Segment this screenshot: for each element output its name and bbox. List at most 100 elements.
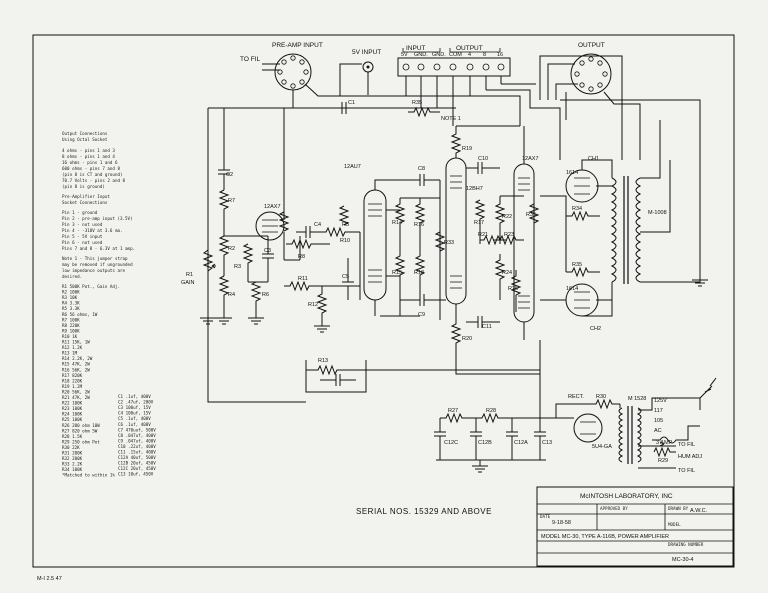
gain-label: GAIN <box>181 280 194 286</box>
r11-label: R11 <box>298 276 308 282</box>
parts-list-entry: R10 1K <box>62 334 78 339</box>
preamp-notes-heading: Pre-Amplifier Input <box>62 194 110 199</box>
power-transformer-m1528: M 1528 <box>618 396 646 464</box>
resistor-r23: R23 <box>494 232 524 246</box>
r24-label: R24 <box>502 270 512 276</box>
c5-label: C5 <box>342 274 349 280</box>
resistor-r33: R34 <box>566 206 600 222</box>
parts-list-entry: R28 1.5K <box>62 434 83 439</box>
r23-label: R23 <box>504 232 514 238</box>
terminal-label: 16 <box>497 52 503 58</box>
parts-list-entry: C11 .15uf, 400V <box>118 450 156 455</box>
resistor-r19: R19 <box>450 126 472 158</box>
parts-list-entry: R2 100K <box>62 290 80 295</box>
parts-list-entry: R6 56 ohms, 1W <box>62 312 98 317</box>
note-line: 16 ohms - pins 1 and 6 <box>62 160 118 165</box>
note-1-label: NOTE 1 <box>441 116 461 122</box>
parts-list-entry: R30 22K <box>62 445 80 450</box>
fuse-label: 3 AMP <box>656 440 673 446</box>
tube-label: 1614 <box>566 170 578 176</box>
r13-label: R13 <box>318 358 328 364</box>
note-line: Note 1 - This jumper strap <box>62 256 128 261</box>
resistor-r15: R15 <box>392 250 406 300</box>
note-line: (pin 8 is ground) <box>62 184 105 189</box>
parts-list-entry: R15 47K, 2W <box>62 362 90 367</box>
parts-list-entry: R9 100K <box>62 328 80 333</box>
to-fil-label-1: TO FIL <box>678 442 695 448</box>
m1528-label: M 1528 <box>628 396 646 402</box>
resistor-r7b <box>278 211 290 232</box>
r27-label: R27 <box>448 408 458 414</box>
terminal-label: GND. <box>432 52 446 58</box>
connection-notes: Output Connections Using Octal Socket 4 … <box>62 131 135 279</box>
terminal-label: 5V <box>401 52 408 58</box>
output-transformer-m1008: M-1008 <box>610 176 667 284</box>
capacitor-c12c: C12C <box>434 418 458 460</box>
resistor-r7-input: R7 <box>218 189 235 236</box>
resistor-r34: R35 <box>566 262 600 278</box>
capacitor-c1: C1 <box>330 100 360 114</box>
note-line: low impedance outputs are <box>62 268 126 273</box>
resistor-r30: R30 <box>590 394 620 410</box>
output-notes-heading: Output Connections <box>62 131 108 136</box>
v125-label: 125V <box>654 398 667 404</box>
drawn-label: DRAWN BY <box>668 506 689 511</box>
parts-list-entry: C10 .22uf, 400V <box>118 444 156 449</box>
note-line: may be removed if ungrounded <box>62 262 133 267</box>
terminal-label: GND. <box>414 52 428 58</box>
parts-list-entry: R7 100K <box>62 317 80 322</box>
r10-label: R10 <box>340 238 350 244</box>
parts-list-entry: R13 1M <box>62 351 78 356</box>
r35-label: R35 <box>526 212 536 218</box>
r15-label: R15 <box>392 270 402 276</box>
note-line: desired. <box>62 274 82 279</box>
parts-list-entry: R32 200K <box>62 456 83 461</box>
tube-label: 12AX7 <box>522 156 539 162</box>
parts-list-entry: C3 100uf, 15V <box>118 405 151 410</box>
drawing-number: MC-30-4 <box>672 557 693 563</box>
parts-list-entry: R18 220K <box>62 378 83 383</box>
tube-label: 12AX7 <box>264 204 281 210</box>
capacitor-c8: C8 <box>412 166 440 186</box>
parts-list-entry: C12A 40uf, 500V <box>118 455 156 460</box>
resistor-r29: R29 <box>653 446 676 464</box>
parts-list-entry: C9 .047uf, 400V <box>118 438 156 443</box>
c8-label: C8 <box>418 166 425 172</box>
preamp-input-label: PRE-AMP INPUT <box>272 42 323 49</box>
parts-list-entry: R26 200 ohm 10W <box>62 423 100 428</box>
output-octal-socket <box>570 53 612 95</box>
note-line: Pin 3 - not used <box>62 222 103 227</box>
note-line: Pins 7 and 8 - 6.3V at 1 amp. <box>62 246 135 251</box>
capacitor-c12b: C12B <box>470 418 492 460</box>
parts-list-entry: C4 100uf, 15V <box>118 411 151 416</box>
r4-label: R4 <box>228 292 235 298</box>
terminal-label: 8 <box>483 52 486 58</box>
model-label: MODEL <box>668 522 681 527</box>
r19-label: R19 <box>462 146 472 152</box>
resistor-r24: R24 <box>494 254 512 300</box>
r5-label: R5 <box>342 222 349 228</box>
ac-label: AC <box>654 428 662 434</box>
parts-list-entry: R22 100K <box>62 401 83 406</box>
note-line: 600 ohms - pins 7 and 8 <box>62 166 120 171</box>
parts-list-entry: C1 .1uf, 400V <box>118 394 151 399</box>
r29-label: R29 <box>658 458 668 464</box>
r34-label: R35 <box>572 262 582 268</box>
resistor-r3: R3 <box>234 243 254 282</box>
parts-list-entry: R24 100K <box>62 412 83 417</box>
note-line: Pin 6 - not used <box>62 240 103 245</box>
r6-label: R6 <box>262 292 269 298</box>
note-line: 70.7 Volts - pins 2 and 8 <box>62 178 126 183</box>
parts-list-entry: C12C 20uf, 450V <box>118 466 156 471</box>
parts-list-entry: R27 820 ohm 5W <box>62 428 98 433</box>
capacitor-c9: C9 <box>410 294 446 318</box>
note-line: Pin 1 - ground <box>62 210 98 215</box>
parts-list-entry: R23 100K <box>62 406 83 411</box>
r18-label: R18 <box>414 270 424 276</box>
resistor-r2: R2 <box>218 235 235 276</box>
tube-label: 1614 <box>566 286 578 292</box>
to-fil-label-2: TO FIL <box>678 468 695 474</box>
c12a-label: C12A <box>514 440 528 446</box>
drawing-title: MODEL MC-30, TYPE A-116B, POWER AMPLIFIE… <box>541 534 669 540</box>
r28-label: R28 <box>486 408 496 414</box>
